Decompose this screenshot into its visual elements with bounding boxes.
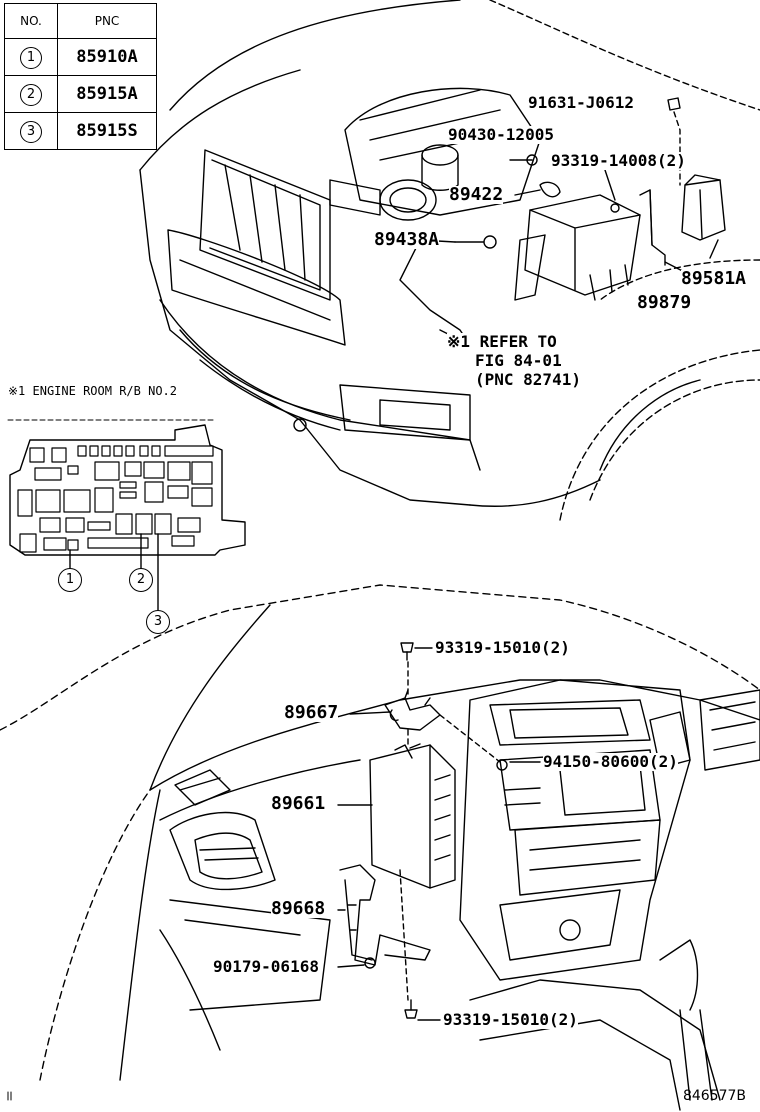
row-number: 1 — [20, 46, 42, 69]
label-93319-15010-top: 93319-15010(2) — [435, 638, 570, 657]
callout-2: 2 — [129, 568, 153, 592]
table-row: 3 85915S — [4, 112, 157, 150]
label-90179-06168: 90179-06168 — [213, 957, 319, 976]
refer-note-line1: ※1 REFER TO — [447, 332, 557, 351]
refer-note-line2: FIG 84-01 — [475, 351, 562, 370]
vehicle-front-drawing — [139, 0, 760, 521]
label-89667: 89667 — [284, 702, 339, 723]
figure-code: 846577B — [682, 1088, 746, 1104]
label-93319-15010-bottom: 93319-15010(2) — [443, 1010, 578, 1029]
row-pnc: 85915S — [57, 112, 157, 150]
refer-note-line3: (PNC 82741) — [475, 370, 581, 389]
callout-3: 3 — [146, 610, 170, 634]
relay-block-drawing — [7, 419, 246, 611]
table-row: 1 85910A — [4, 38, 157, 76]
label-89668: 89668 — [271, 898, 326, 919]
dashboard-drawing — [0, 584, 760, 1111]
table-header-pnc: PNC — [57, 3, 157, 39]
row-pnc: 85910A — [57, 38, 157, 76]
row-number: 2 — [20, 83, 42, 106]
table-row: 2 85915A — [4, 75, 157, 113]
label-94150-80600: 94150-80600(2) — [543, 752, 678, 771]
label-89422: 89422 — [449, 184, 504, 205]
label-89581a: 89581A — [681, 268, 747, 289]
engine-room-note: ※1 ENGINE ROOM R/B NO.2 — [8, 382, 177, 400]
label-89661: 89661 — [271, 793, 326, 814]
label-89438a: 89438A — [374, 229, 440, 250]
row-number: 3 — [20, 120, 42, 143]
pnc-legend-table: NO. PNC 1 85910A 2 85915A 3 85915S — [4, 3, 157, 150]
label-93319-14008: 93319-14008(2) — [551, 151, 686, 170]
callout-1: 1 — [58, 568, 82, 592]
table-header-no: NO. — [4, 3, 58, 39]
label-91631-j0612: 91631-J0612 — [528, 93, 634, 112]
label-90430-12005: 90430-12005 — [448, 125, 554, 144]
label-89879: 89879 — [637, 292, 692, 313]
row-pnc: 85915A — [57, 75, 157, 113]
